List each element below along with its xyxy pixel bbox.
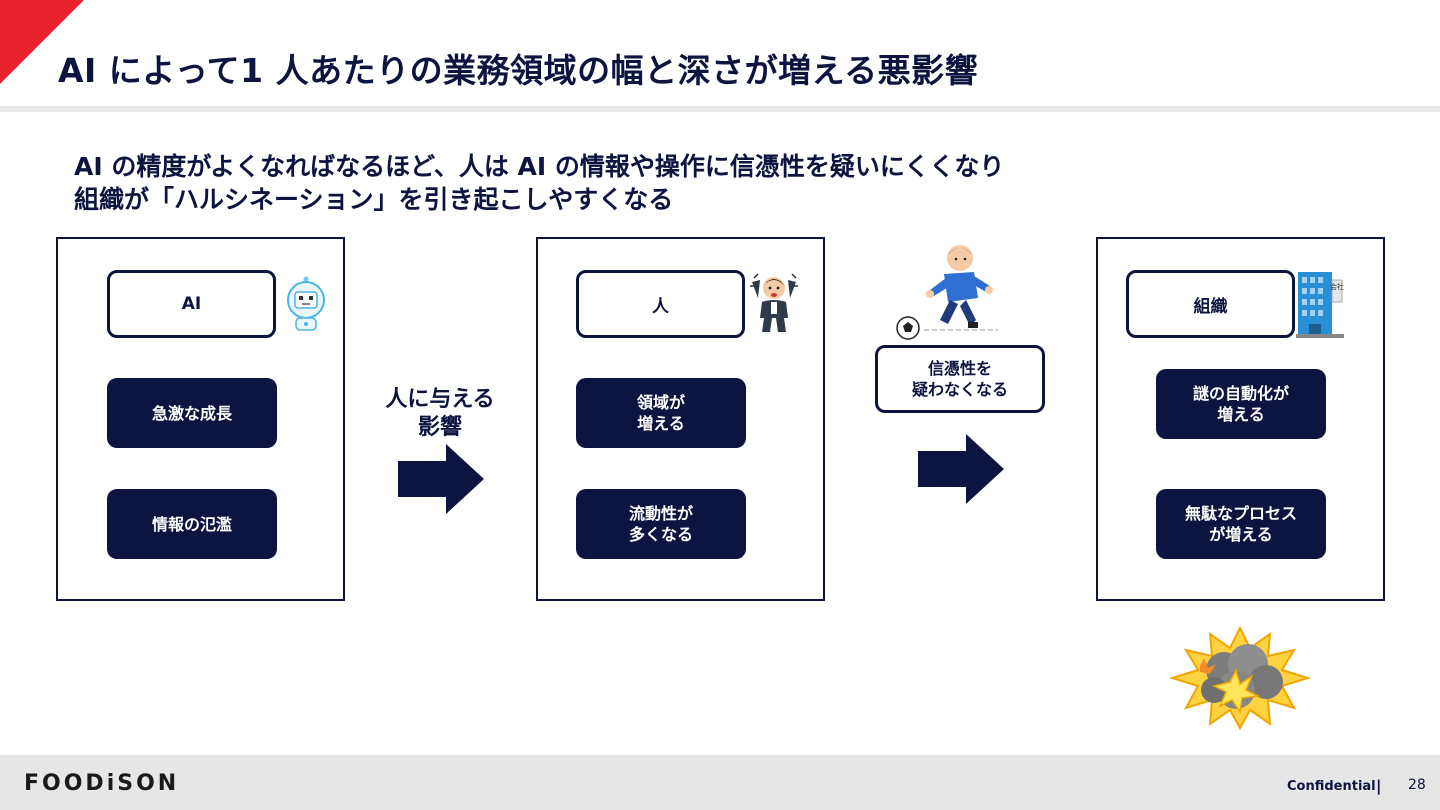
arrow-2-icon [918,434,1004,504]
soccer-player-illustration [896,245,998,340]
org-item-1: 謎の自動化が 増える [1156,369,1326,439]
person-item-1: 領域が 増える [576,378,746,448]
person-item-2-line-2: 多くなる [628,525,693,544]
ai-item-2-text: 情報の氾濫 [151,514,232,534]
confidential-label: Confidential [1287,779,1376,794]
company-logo: FOODiSON [24,771,180,796]
footer-bar [0,755,1440,810]
person-item-1-line-1: 領域が [636,393,685,412]
org-item-1-line-1: 謎の自動化が [1192,384,1289,403]
slide-subtitle: AI の精度がよくなればなるほど、人は AI の情報や操作に信憑性を疑いにくくな… [74,150,1004,216]
corner-accent [0,0,84,84]
office-building-illustration: 会社 [1296,272,1344,338]
page-number: 28 [1408,777,1426,793]
org-head-label: 組織 [1126,270,1295,338]
trust-line-1: 信憑性を [927,359,992,378]
trust-box: 信憑性を 疑わなくなる [875,345,1045,413]
explosion-illustration [1170,626,1310,730]
arrow-1-label: 人に与える 影響 [372,386,508,442]
person-item-2: 流動性が 多くなる [576,489,746,559]
org-item-1-line-2: 増える [1217,405,1265,424]
ai-head-label: AI [107,270,276,338]
slide-title: AI によって1 人あたりの業務領域の幅と深さが増える悪影響 [58,51,979,90]
worried-person-illustration [750,273,798,332]
ai-item-1: 急激な成長 [107,378,277,448]
person-item-2-line-1: 流動性が [628,504,693,523]
subtitle-line-2: 組織が「ハルシネーション」を引き起こしやすくなる [74,185,674,214]
arrow-1-label-line-2: 影響 [417,415,462,440]
arrow-1-icon [398,444,484,514]
person-head-label: 人 [576,270,745,338]
org-item-2-line-1: 無駄なプロセス [1184,504,1297,523]
arrow-1-label-line-1: 人に与える [385,387,495,412]
subtitle-line-1: AI の精度がよくなればなるほど、人は AI の情報や操作に信憑性を疑いにくくな… [74,152,1005,181]
ai-item-1-text: 急激な成長 [151,403,232,423]
trust-line-2: 疑わなくなる [911,380,1008,399]
org-item-2: 無駄なプロセス が増える [1156,489,1326,559]
org-item-2-line-2: が増える [1209,525,1273,544]
building-sign-1: 会社 [1330,282,1344,291]
ai-item-2: 情報の氾濫 [107,489,277,559]
footer-separator: | [1376,777,1382,795]
title-divider [0,106,1440,112]
robot-illustration [287,276,325,331]
person-item-1-line-2: 増える [637,414,685,433]
